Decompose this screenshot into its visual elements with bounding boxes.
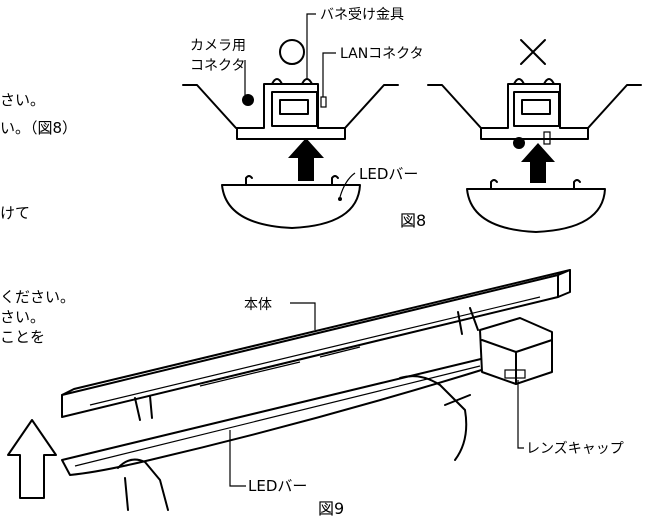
right-hand-top-icon xyxy=(457,307,479,335)
camera-connector-dot xyxy=(242,94,254,106)
fig8-ng-camera-dot xyxy=(513,137,525,149)
label-fig8-ledbar: LEDバー xyxy=(359,165,418,183)
left-hand-top-icon xyxy=(134,395,153,421)
fig8-ok-view xyxy=(182,13,399,229)
left-text-4: ください。 xyxy=(0,288,75,306)
left-text-3: けて xyxy=(0,204,30,222)
fig9-main-body-groove xyxy=(89,296,541,406)
spring-leader-line xyxy=(306,13,316,80)
fig8-ng-springs xyxy=(513,78,555,85)
fig9-main-body-top xyxy=(61,269,571,396)
fig8-ng-ledbar-hook-left xyxy=(490,179,498,190)
lenscap-leader-line xyxy=(517,380,524,449)
fig9-caption: 図9 xyxy=(318,499,344,518)
fig8-ng-bracket xyxy=(427,83,642,129)
ok-circle-icon xyxy=(279,39,305,65)
label-spring-bracket: バネ受け金具 xyxy=(320,7,404,23)
fig8-ng-ledbar-hook-right xyxy=(573,179,581,190)
fig8-ok-ledbar-hook-right xyxy=(331,175,339,186)
fig9-up-arrow-icon xyxy=(7,419,57,499)
fig9-lens-cap xyxy=(504,369,526,379)
left-text-2: い。（図8） xyxy=(0,119,77,137)
lan-connector-rect xyxy=(320,96,327,108)
fig9-ledbar-edge xyxy=(74,365,481,467)
left-text-6: ことを xyxy=(0,328,45,346)
right-hand-icon xyxy=(399,375,471,461)
fig8-ng-view xyxy=(427,39,642,233)
lan-leader-line xyxy=(322,52,336,97)
left-text-1: さい。 xyxy=(0,91,45,109)
fig8-ng-bracket-base xyxy=(480,127,589,140)
left-text-5: さい。 xyxy=(0,308,45,326)
fig8-ng-lan-rect xyxy=(543,131,551,145)
fig8-ok-block xyxy=(271,91,318,127)
fig8-caption: 図8 xyxy=(400,211,426,230)
fig9-main-body-end xyxy=(557,269,571,298)
body-leader-line xyxy=(290,302,316,330)
label-fig9-ledbar: LEDバー xyxy=(248,477,307,495)
fig9-view xyxy=(7,269,571,511)
label-camera-connector-1: カメラ用 xyxy=(190,38,246,54)
fig9-lens-cap-edges xyxy=(481,339,553,385)
label-lens-cap: レンズキャップ xyxy=(526,441,624,457)
fig8-ok-block-inner xyxy=(279,99,309,115)
left-hand-icon xyxy=(117,458,169,511)
fig8-ok-bracket xyxy=(182,83,399,129)
fig9-ledbar-leader-line xyxy=(229,430,246,487)
fig9-main-body-detail xyxy=(199,346,361,387)
ledbar-leader-line xyxy=(339,172,356,198)
fig8-ok-ledbar-hook-left xyxy=(245,175,253,186)
fig8-ok-ledbar xyxy=(221,184,361,229)
label-camera-connector-2: コネクタ xyxy=(190,58,245,74)
fig8-ok-bracket-base xyxy=(236,127,346,140)
ng-cross-icon xyxy=(520,39,546,65)
fig8-ok-up-arrow-icon xyxy=(288,138,324,181)
label-body: 本体 xyxy=(244,297,272,313)
label-lan-connector: LANコネクタ xyxy=(340,46,424,62)
fig8-ng-block xyxy=(513,91,560,127)
fig8-ng-up-arrow-icon xyxy=(521,143,555,183)
fig8-ok-ledbar-dot xyxy=(338,197,342,201)
fig8-ng-ledbar xyxy=(466,188,606,233)
fig8-ng-block-inner xyxy=(521,99,551,115)
